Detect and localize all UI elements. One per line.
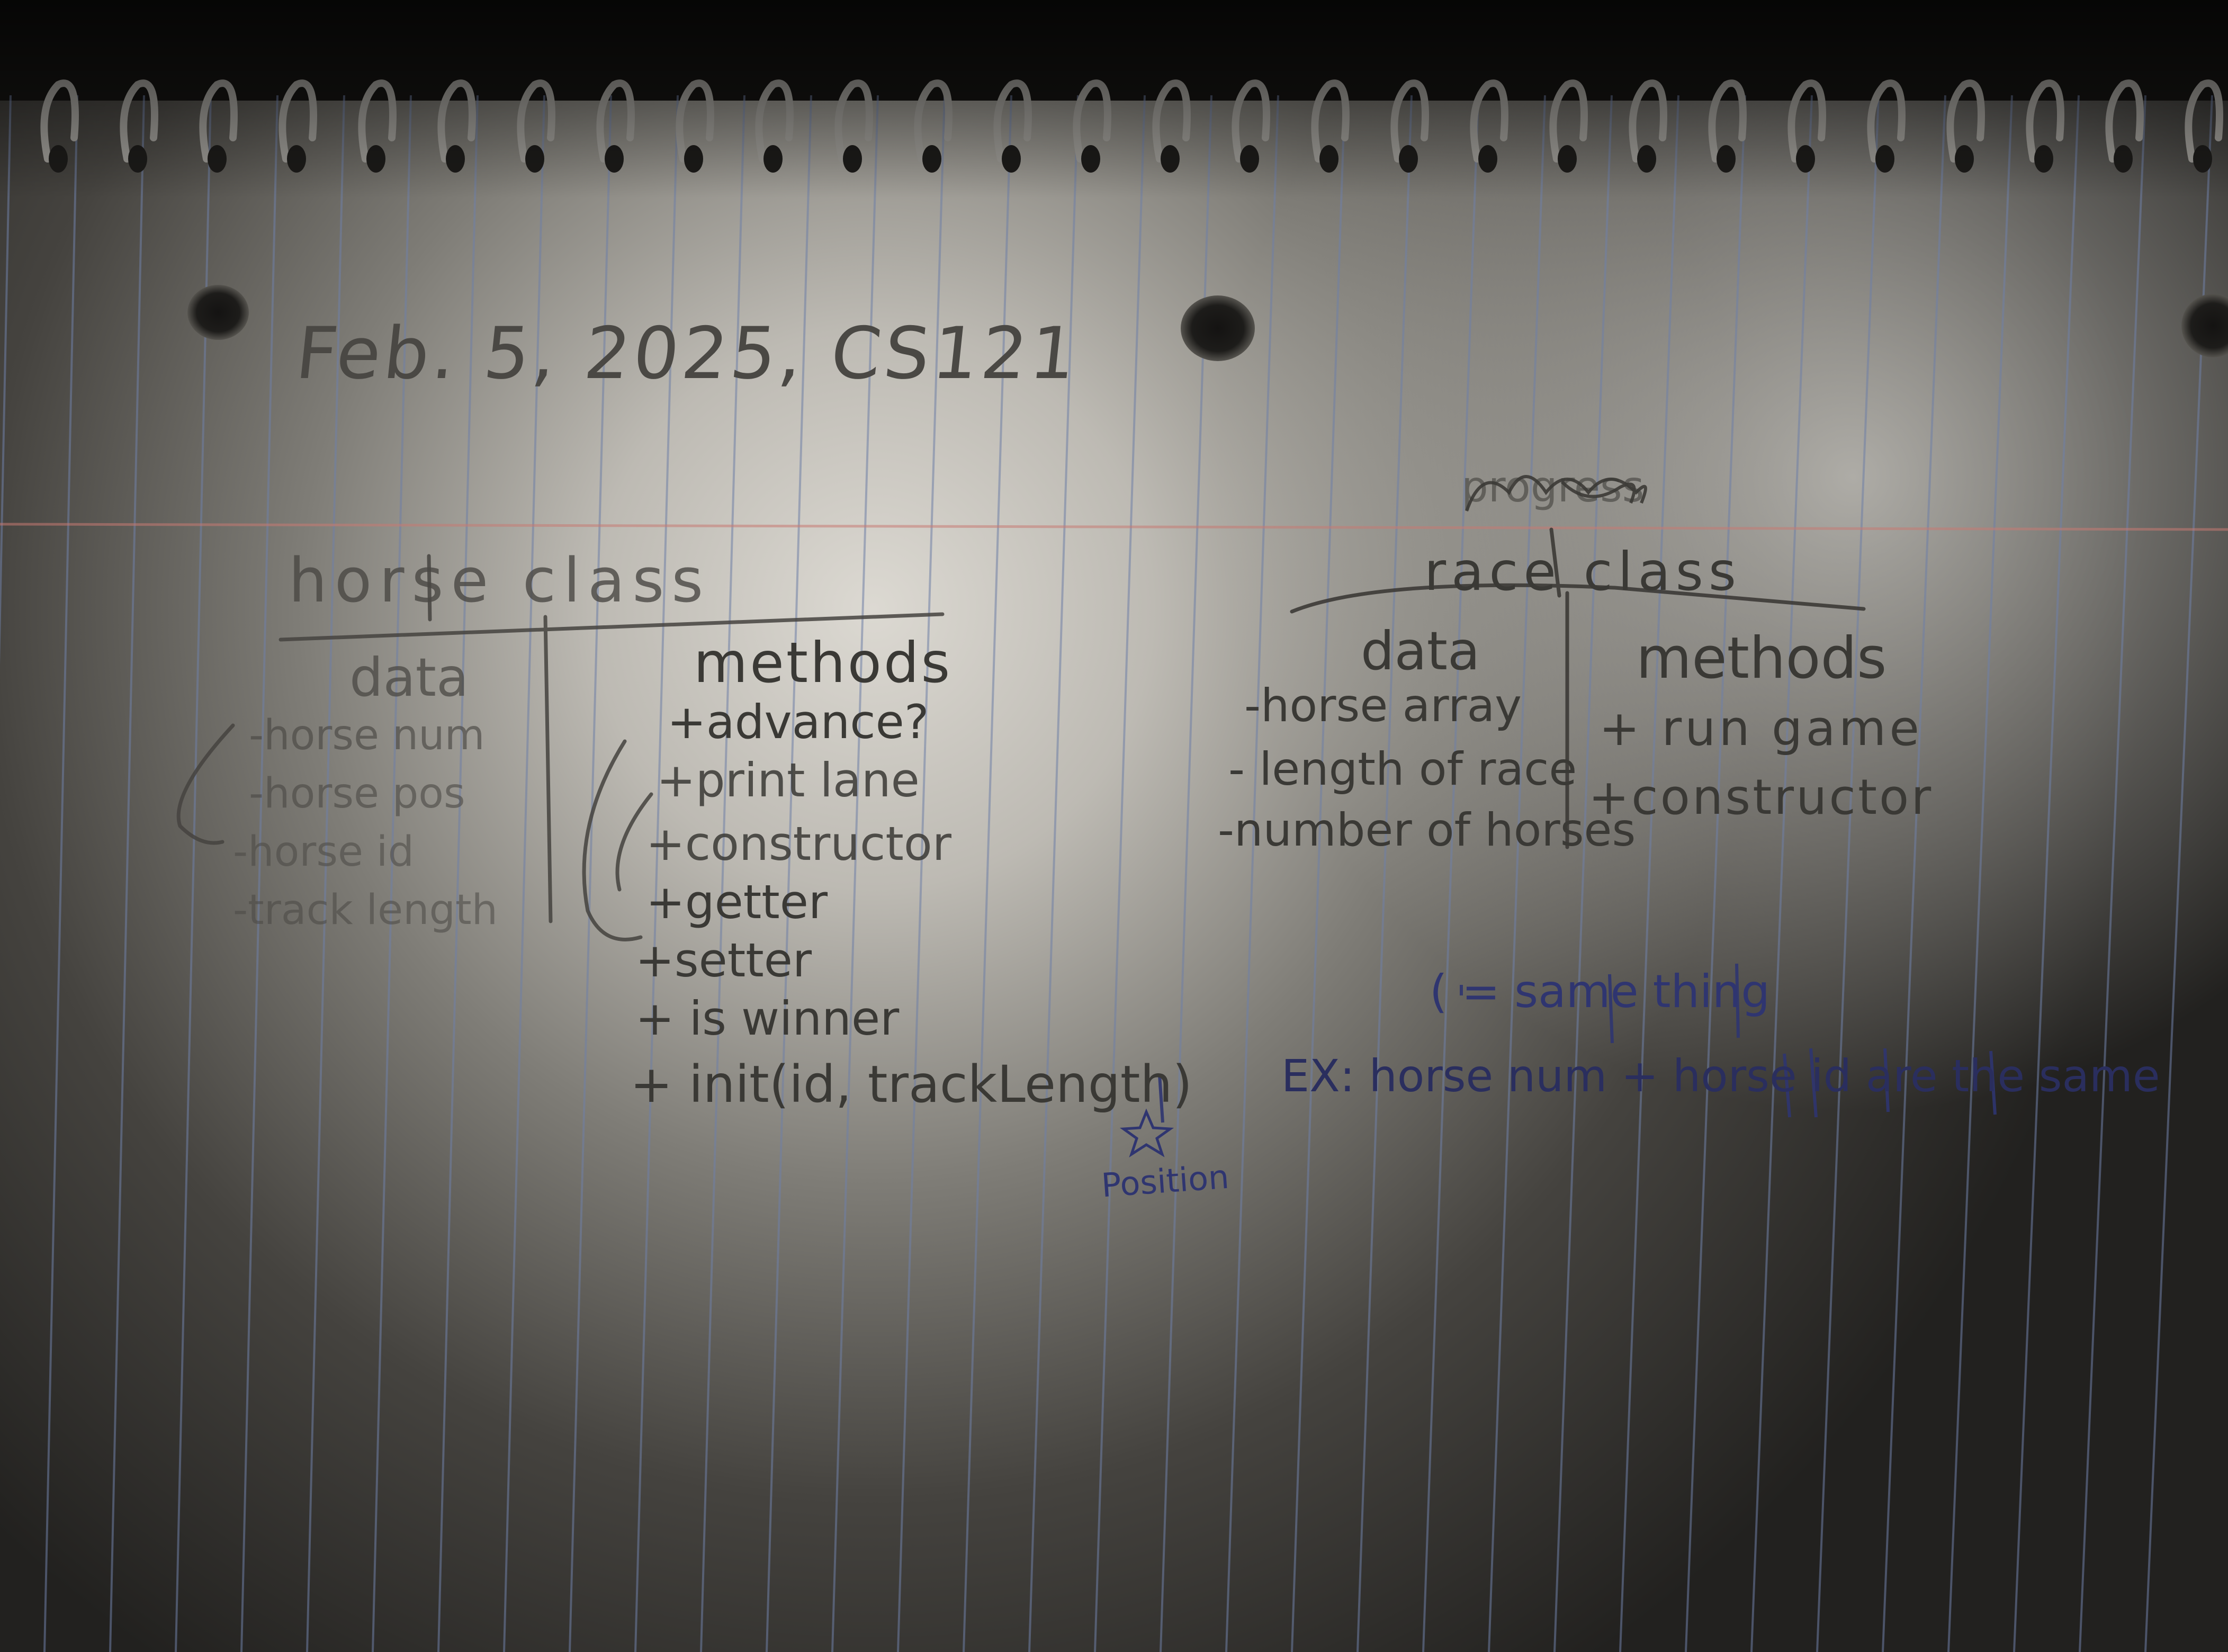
race-class-table-lines (1290, 527, 1866, 849)
crossed-out-word: progress (1461, 462, 1645, 511)
horse-class-title: horse class (289, 545, 711, 616)
race-data-item: -number of horses (1218, 804, 1636, 857)
horse-method-item: +print lane (657, 753, 920, 807)
horse-data-item: -horse num (249, 712, 485, 759)
horse-method-item: + is winner (635, 991, 900, 1046)
note-line-1: ( = same thing (1430, 965, 1771, 1018)
race-data-item: -horse array (1244, 679, 1522, 732)
star-annotation-icon (1119, 1108, 1174, 1157)
horse-methods-heading: methods (694, 631, 953, 695)
progress-scribble (1465, 475, 1647, 511)
date-line: Feb. 5, 2025, CS121 (292, 312, 1083, 395)
note-strokes (1158, 963, 1997, 1123)
position-annotation: Position (1100, 1157, 1230, 1205)
horse-data-item: -horse pos (249, 770, 465, 818)
race-class-title: race class (1424, 541, 1741, 603)
note-line-2: EX: horse num + horse id are the same (1281, 1050, 2160, 1102)
horse-method-item: +constructor (646, 816, 951, 871)
race-methods-heading: methods (1636, 625, 1887, 692)
race-method-item: +constructor (1588, 769, 1934, 825)
horse-data-item: -horse id (233, 828, 414, 876)
horse-data-item: -track length (233, 886, 498, 934)
horse-method-item: + init(id, trackLength) (630, 1055, 1192, 1114)
race-method-item: + run game (1599, 700, 1923, 757)
horse-method-item: +advance? (667, 695, 929, 749)
horse-data-heading: data (349, 647, 469, 708)
horse-method-item: +setter (635, 933, 812, 987)
race-data-item: - length of race (1228, 743, 1577, 796)
race-data-heading: data (1361, 620, 1480, 682)
horse-method-item: +getter (646, 875, 828, 929)
horse-class-table-lines (176, 554, 945, 941)
